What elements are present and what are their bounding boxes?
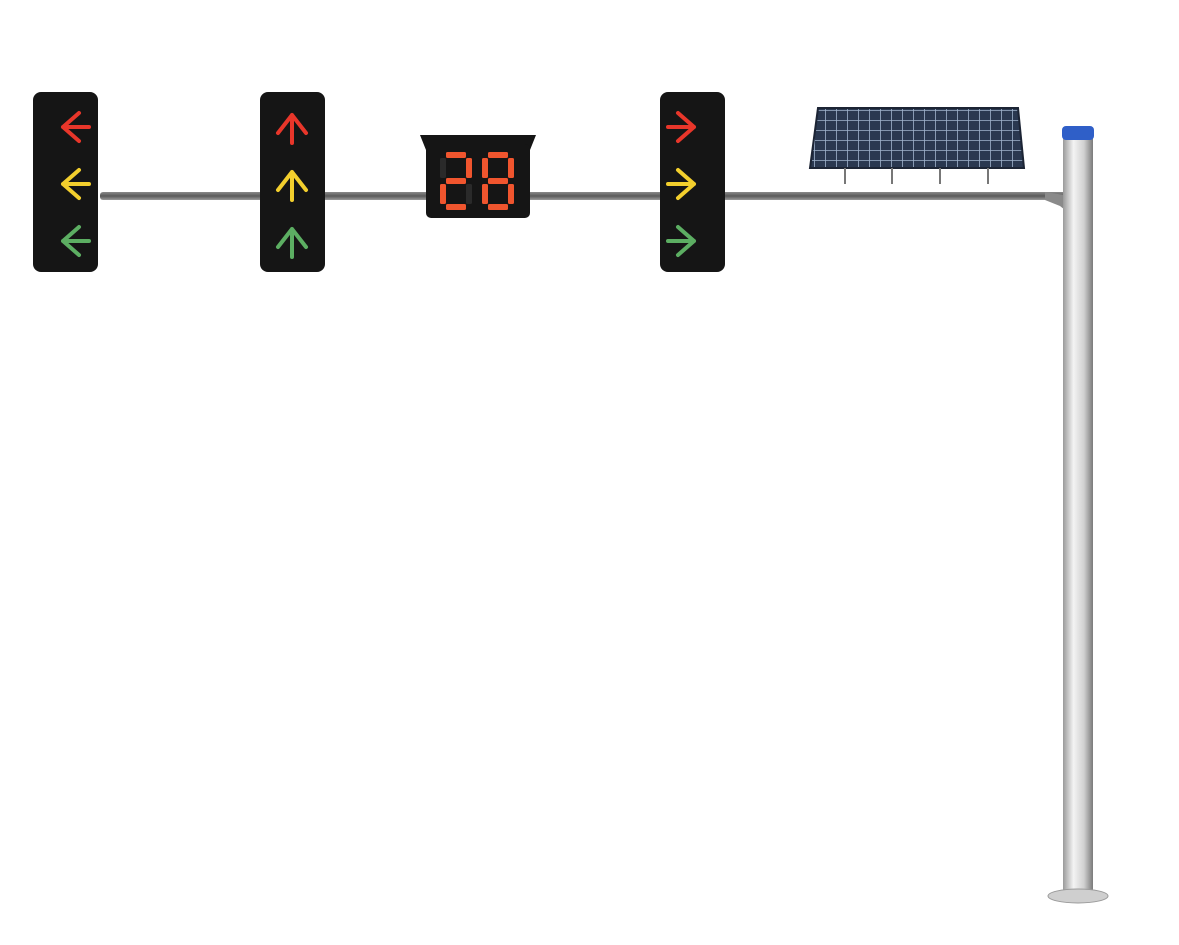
right-arrow-icon-green [666, 225, 696, 257]
solar-panel-icon [808, 107, 1026, 184]
mast-arm [100, 192, 1068, 200]
right-arrow-icon-yellow [666, 168, 696, 200]
up-arrow-icon-green [276, 227, 308, 259]
left-arrow-icon-green [61, 225, 91, 257]
left-arrow-icon-yellow [61, 168, 91, 200]
countdown-digits [440, 152, 514, 210]
up-arrow-icon-yellow [276, 170, 308, 202]
signal-head-right [660, 92, 725, 272]
countdown-digit [440, 152, 472, 210]
left-arrow-icon-red [61, 111, 91, 143]
signal-heads [33, 92, 725, 272]
countdown-timer [420, 135, 536, 218]
signal-head-left [33, 92, 98, 272]
vertical-pole [1047, 126, 1109, 904]
pole-cap [1062, 126, 1094, 140]
up-arrow-icon-red [276, 113, 308, 145]
countdown-digit [482, 152, 514, 210]
pole-base [1047, 888, 1109, 904]
right-arrow-icon-red [666, 111, 696, 143]
signal-head-straight [260, 92, 325, 272]
